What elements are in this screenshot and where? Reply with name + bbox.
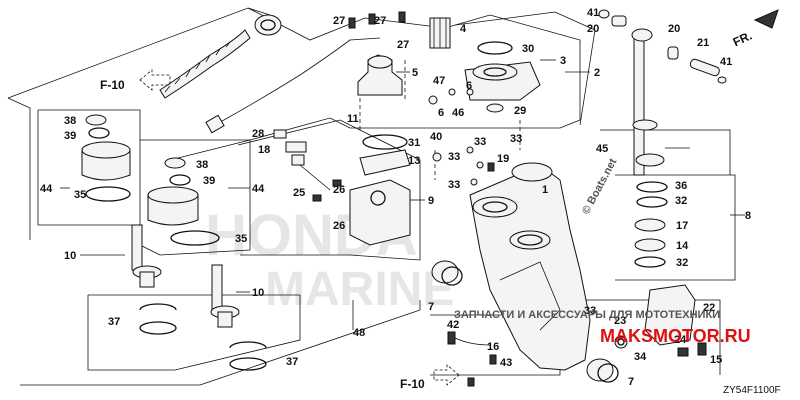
label-15: 15 (710, 354, 722, 366)
label-33a: 33 (474, 136, 486, 148)
label-45: 45 (596, 143, 608, 155)
diagram-code: ZY54F1100F (723, 385, 781, 396)
ref-label-f10-bottom: F-10 (400, 377, 425, 391)
label-13: 13 (408, 155, 420, 167)
label-27a: 27 (333, 15, 345, 27)
label-33b: 33 (510, 133, 522, 145)
watermark-shop-site: MAKSMOTOR.RU (600, 326, 751, 346)
label-32a: 32 (675, 195, 687, 207)
label-34: 34 (634, 351, 647, 363)
ref-arrow-f10-bottom[interactable]: F-10 (400, 364, 460, 391)
label-8: 8 (745, 210, 751, 222)
label-23: 23 (614, 315, 626, 327)
label-20b: 20 (668, 23, 680, 35)
label-35b: 35 (235, 233, 247, 245)
label-7b: 7 (628, 376, 634, 388)
label-38b: 38 (196, 159, 208, 171)
label-29: 29 (514, 105, 526, 117)
label-48: 48 (353, 327, 365, 339)
label-33e: 33 (584, 305, 596, 317)
label-3: 3 (560, 55, 566, 67)
label-2: 2 (594, 67, 600, 79)
label-27b: 27 (374, 15, 386, 27)
label-25: 25 (293, 187, 305, 199)
label-6b: 6 (438, 107, 444, 119)
label-37a: 37 (108, 316, 120, 328)
label-1: 1 (542, 184, 548, 196)
label-9: 9 (428, 195, 434, 207)
label-6a: 6 (466, 80, 472, 92)
label-28: 28 (252, 128, 264, 140)
label-14: 14 (676, 240, 689, 252)
label-19: 19 (497, 153, 509, 165)
label-37b: 37 (286, 356, 298, 368)
label-7a: 7 (428, 301, 434, 313)
label-10a: 10 (64, 250, 76, 262)
label-17: 17 (676, 220, 688, 232)
front-direction-arrow: FR. (731, 9, 779, 49)
label-30: 30 (522, 43, 534, 55)
label-22: 22 (703, 302, 715, 314)
label-44b: 44 (252, 183, 265, 195)
label-31: 31 (408, 137, 420, 149)
label-24: 24 (674, 334, 687, 346)
ref-arrow-f10-top[interactable]: F-10 (100, 69, 171, 92)
label-39b: 39 (203, 175, 215, 187)
label-18: 18 (258, 144, 270, 156)
label-4: 4 (460, 23, 467, 35)
label-33d: 33 (448, 179, 460, 191)
label-39a: 39 (64, 130, 76, 142)
label-44a: 44 (40, 183, 53, 195)
label-16: 16 (487, 341, 499, 353)
watermark-boats-net: © Boats.net (580, 156, 620, 216)
label-26b: 26 (333, 220, 345, 232)
label-47: 47 (433, 75, 445, 87)
label-32b: 32 (676, 257, 688, 269)
part-shapes (81, 9, 727, 387)
label-36: 36 (675, 180, 687, 192)
label-43: 43 (500, 357, 512, 369)
label-41b: 41 (720, 56, 732, 68)
label-27c: 27 (397, 39, 409, 51)
label-20a: 20 (587, 23, 599, 35)
label-10b: 10 (252, 287, 264, 299)
watermark-brand-line2: MARINE (265, 263, 454, 316)
label-33c: 33 (448, 151, 460, 163)
front-label: FR. (731, 28, 754, 49)
label-40: 40 (430, 131, 442, 143)
label-26a: 26 (333, 184, 345, 196)
label-42: 42 (447, 319, 459, 331)
label-46: 46 (452, 107, 464, 119)
label-41a: 41 (587, 7, 599, 19)
label-35a: 35 (74, 189, 86, 201)
watermark-shop-text: ЗАПЧАСТИ И АКСЕССУАРЫ ДЛЯ МОТОТЕХНИКИ (454, 309, 720, 321)
leader-lines (60, 59, 745, 330)
label-11: 11 (347, 113, 359, 125)
ref-label-f10-top: F-10 (100, 78, 125, 92)
label-5: 5 (412, 67, 418, 79)
label-38a: 38 (64, 115, 76, 127)
label-21: 21 (697, 37, 709, 49)
part-labels: 27 27 27 4 30 3 5 47 6 6 46 29 2 41 20 2… (40, 7, 751, 388)
